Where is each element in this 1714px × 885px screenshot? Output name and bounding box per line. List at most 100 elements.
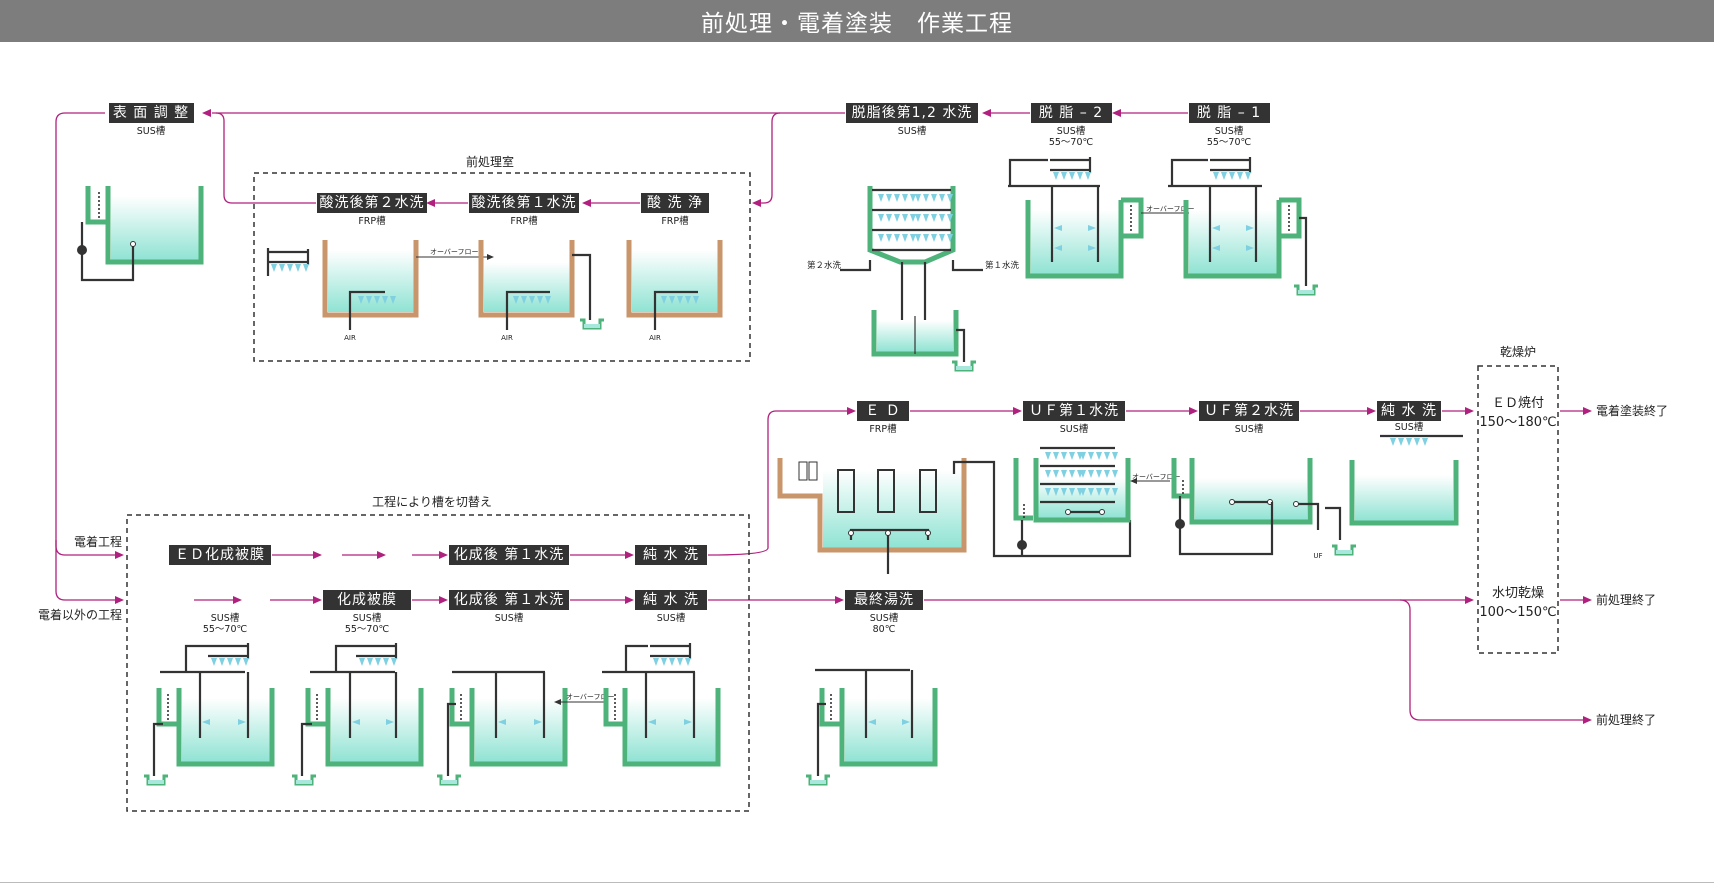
- svg-text:脱 脂 – 1: 脱 脂 – 1: [1197, 105, 1261, 121]
- tank-uf2: UF: [1171, 458, 1358, 560]
- svg-text:純 水 洗: 純 水 洗: [643, 547, 699, 563]
- tank-sansen: AIR: [626, 240, 723, 342]
- maeshori-room: [253, 172, 751, 362]
- stage-first-sus: SUS槽 55～70℃: [203, 612, 248, 635]
- stage-ed: Ｅ Ｄ FRP槽: [857, 401, 909, 435]
- oven-ed-bake-temp: 150～180℃: [1479, 415, 1556, 430]
- svg-text:ＥＤ化成被膜: ＥＤ化成被膜: [175, 547, 265, 563]
- svg-text:SUS槽: SUS槽: [495, 612, 524, 624]
- svg-text:55～70℃: 55～70℃: [1207, 137, 1252, 148]
- stage-uf2: ＵＦ第２水洗 SUS槽: [1199, 401, 1299, 435]
- output-end-ed: 電着塗装終了: [1596, 403, 1668, 418]
- svg-text:化成後 第１水洗: 化成後 第１水洗: [454, 546, 564, 563]
- page-title: 前処理・電着塗装 作業工程: [0, 0, 1714, 42]
- stage-saishu: 最終湯洗 SUS槽 80℃: [845, 590, 923, 635]
- branch-other: 電着以外の工程: [38, 607, 122, 622]
- stage-sansen1: 酸洗後第１水洗 FRP槽: [469, 193, 579, 227]
- svg-text:SUS槽: SUS槽: [657, 612, 686, 624]
- oven-region: [1477, 365, 1559, 654]
- kirikae-label: 工程により槽を切替え: [372, 494, 492, 509]
- output-end-pre1: 前処理終了: [1596, 592, 1656, 607]
- stage-kaseigo1b: 化成後 第１水洗 SUS槽: [449, 590, 569, 624]
- stage-kaseigo1a: 化成後 第１水洗: [449, 545, 569, 565]
- svg-text:純 水 洗: 純 水 洗: [643, 592, 699, 608]
- svg-text:ＵＦ第２水洗: ＵＦ第２水洗: [1204, 402, 1294, 419]
- tank-lower-4: [602, 643, 721, 767]
- svg-text:酸 洗 浄: 酸 洗 浄: [647, 195, 703, 211]
- maeshori-label: 前処理室: [466, 154, 514, 169]
- svg-text:FRP槽: FRP槽: [869, 423, 897, 435]
- svg-text:SUS槽: SUS槽: [1395, 421, 1424, 433]
- tank-dashi1: [1168, 157, 1320, 296]
- tank-hyomen: [77, 186, 204, 282]
- svg-text:AIR: AIR: [344, 334, 356, 342]
- branch-denchaku: 電着工程: [74, 534, 122, 549]
- svg-text:最終湯洗: 最終湯洗: [854, 591, 914, 608]
- svg-text:第２水洗: 第２水洗: [807, 260, 842, 271]
- tank-saishu: [804, 668, 938, 786]
- svg-text:化成被膜: 化成被膜: [337, 592, 397, 608]
- kirikae-region: [126, 514, 750, 812]
- stage-hyomen: 表 面 調 整 SUS槽: [109, 103, 194, 137]
- svg-text:酸洗後第１水洗: 酸洗後第１水洗: [472, 194, 577, 211]
- tank-junsui-top: [1349, 434, 1463, 526]
- bottom-divider: [0, 882, 1714, 883]
- tank-ed: [777, 458, 1132, 574]
- svg-text:FRP槽: FRP槽: [510, 215, 538, 227]
- stage-edkasei: ＥＤ化成被膜: [169, 545, 271, 565]
- tank-uf1: [1013, 446, 1131, 556]
- output-end-pre2: 前処理終了: [1596, 712, 1656, 727]
- svg-text:SUS槽: SUS槽: [137, 125, 166, 137]
- svg-text:AIR: AIR: [649, 334, 661, 342]
- svg-text:ＵＦ第１水洗: ＵＦ第１水洗: [1029, 402, 1119, 419]
- svg-text:脱脂後第1,2 水洗: 脱脂後第1,2 水洗: [852, 104, 973, 121]
- svg-text:脱 脂 – 2: 脱 脂 – 2: [1039, 105, 1103, 121]
- tank-dashi2: [1008, 157, 1144, 279]
- svg-text:UF: UF: [1313, 552, 1322, 560]
- oven-ed-bake: ＥＤ焼付: [1492, 396, 1544, 411]
- svg-text:SUS槽: SUS槽: [1060, 423, 1089, 435]
- svg-text:FRP槽: FRP槽: [358, 215, 386, 227]
- stage-kasei: 化成被膜 SUS槽 55～70℃: [323, 590, 411, 635]
- oven-dry: 水切乾燥: [1492, 586, 1544, 601]
- svg-text:表 面 調 整: 表 面 調 整: [113, 105, 189, 121]
- svg-text:55～70℃: 55～70℃: [1049, 137, 1094, 148]
- svg-text:55～70℃: 55～70℃: [345, 624, 390, 635]
- svg-text:SUS槽: SUS槽: [898, 125, 927, 137]
- svg-text:オーバーフロー: オーバーフロー: [1146, 205, 1195, 213]
- tank-lower-3: [435, 670, 568, 786]
- svg-text:SUS槽: SUS槽: [1215, 125, 1244, 137]
- stage-sansen: 酸 洗 浄 FRP槽: [641, 193, 709, 227]
- tank-lower-1: [142, 643, 275, 786]
- tank-dashigo: 第２水洗 第１水洗: [807, 186, 1020, 372]
- tank-lower-2: [290, 643, 424, 786]
- stage-junsui-top: 純 水 洗 SUS槽: [1377, 401, 1441, 433]
- oven-dry-temp: 100～150℃: [1479, 605, 1556, 620]
- svg-text:AIR: AIR: [501, 334, 513, 342]
- stage-sansen2: 酸洗後第２水洗 FRP槽: [317, 193, 427, 227]
- oven-label: 乾燥炉: [1500, 345, 1536, 359]
- stage-dashi2: 脱 脂 – 2 SUS槽 55～70℃: [1031, 103, 1112, 148]
- svg-text:純 水 洗: 純 水 洗: [1381, 403, 1437, 419]
- svg-text:55～70℃: 55～70℃: [203, 624, 248, 635]
- svg-text:オーバーフロー: オーバーフロー: [1132, 473, 1181, 481]
- svg-text:酸洗後第２水洗: 酸洗後第２水洗: [320, 194, 425, 211]
- tank-sansen1: AIR: [478, 240, 606, 342]
- svg-text:Ｅ Ｄ: Ｅ Ｄ: [865, 403, 900, 419]
- svg-text:SUS槽: SUS槽: [1235, 423, 1264, 435]
- svg-text:80℃: 80℃: [873, 624, 896, 635]
- svg-text:化成後 第１水洗: 化成後 第１水洗: [454, 591, 564, 608]
- stage-junsui-b: 純 水 洗 SUS槽: [635, 590, 707, 624]
- svg-text:SUS槽: SUS槽: [1057, 125, 1086, 137]
- stage-dashigo: 脱脂後第1,2 水洗 SUS槽: [846, 103, 978, 137]
- stage-junsui-a: 純 水 洗: [635, 545, 707, 565]
- svg-text:オーバーフロー: オーバーフロー: [566, 693, 615, 701]
- svg-text:オーバーフロー: オーバーフロー: [430, 248, 479, 256]
- svg-text:SUS槽: SUS槽: [870, 612, 899, 624]
- svg-text:SUS槽: SUS槽: [211, 612, 240, 624]
- svg-text:第１水洗: 第１水洗: [985, 260, 1020, 271]
- tank-sansen2: AIR: [322, 240, 419, 342]
- stage-dashi1: 脱 脂 – 1 SUS槽 55～70℃: [1189, 103, 1270, 148]
- svg-text:FRP槽: FRP槽: [661, 215, 689, 227]
